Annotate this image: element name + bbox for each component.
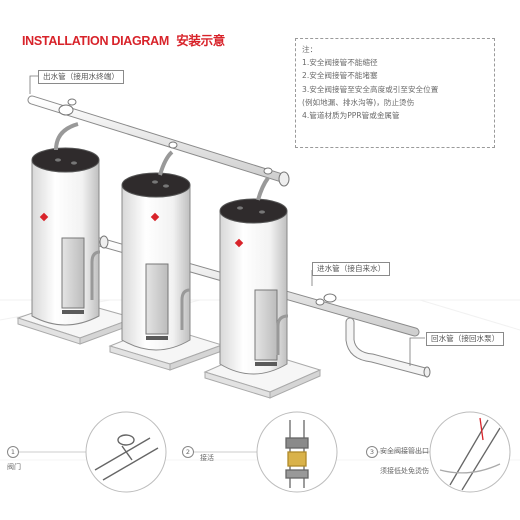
water-heater-tank-3	[219, 176, 289, 375]
detail-1-number: 1	[7, 446, 19, 458]
note-line-3: 3.安全阀接管至安全高度或引至安全位置	[302, 84, 439, 94]
note-line-5: 4.管道材质为PPR管或金属管	[302, 111, 400, 121]
return-pipe	[345, 317, 431, 378]
notes-box: 注： 1.安全阀接管不能缩径 2.安全阀接管不能堵塞 3.安全阀接管至安全高度或…	[295, 38, 495, 148]
page-title: INSTALLATION DIAGRAM 安装示意	[22, 30, 225, 49]
inlet-pipe-label: 进水管（接自来水）	[312, 262, 391, 276]
notes-heading: 注：	[302, 45, 318, 54]
note-line-2: 2.安全阀接管不能堵塞	[302, 71, 378, 81]
title-zh: 安装示意	[176, 34, 225, 48]
water-heater-tank-2	[121, 150, 191, 351]
water-heater-tank-1	[31, 122, 101, 326]
detail-union	[285, 420, 309, 488]
detail-3-number: 3	[366, 446, 378, 458]
detail-2-text: 接活	[200, 454, 214, 462]
detail-1-text: 阀门	[7, 463, 21, 471]
detail-3-text-2: 须接低处免烫伤	[380, 467, 429, 475]
note-line-4: (例如地漏、排水沟等)，防止烫伤	[302, 97, 415, 107]
detail-valve	[94, 434, 159, 481]
detail-3-text: 安全阀接管出口	[380, 447, 429, 455]
outlet-pipe	[27, 95, 290, 187]
note-line-1: 1.安全阀接管不能缩径	[302, 58, 378, 68]
outlet-pipe-label: 出水管（接用水终端）	[38, 70, 124, 84]
title-en: INSTALLATION DIAGRAM	[22, 34, 169, 48]
detail-relief-valve	[439, 417, 501, 491]
detail-2-number: 2	[182, 446, 194, 458]
return-pipe-label: 回水管（接回水泵）	[426, 332, 505, 346]
